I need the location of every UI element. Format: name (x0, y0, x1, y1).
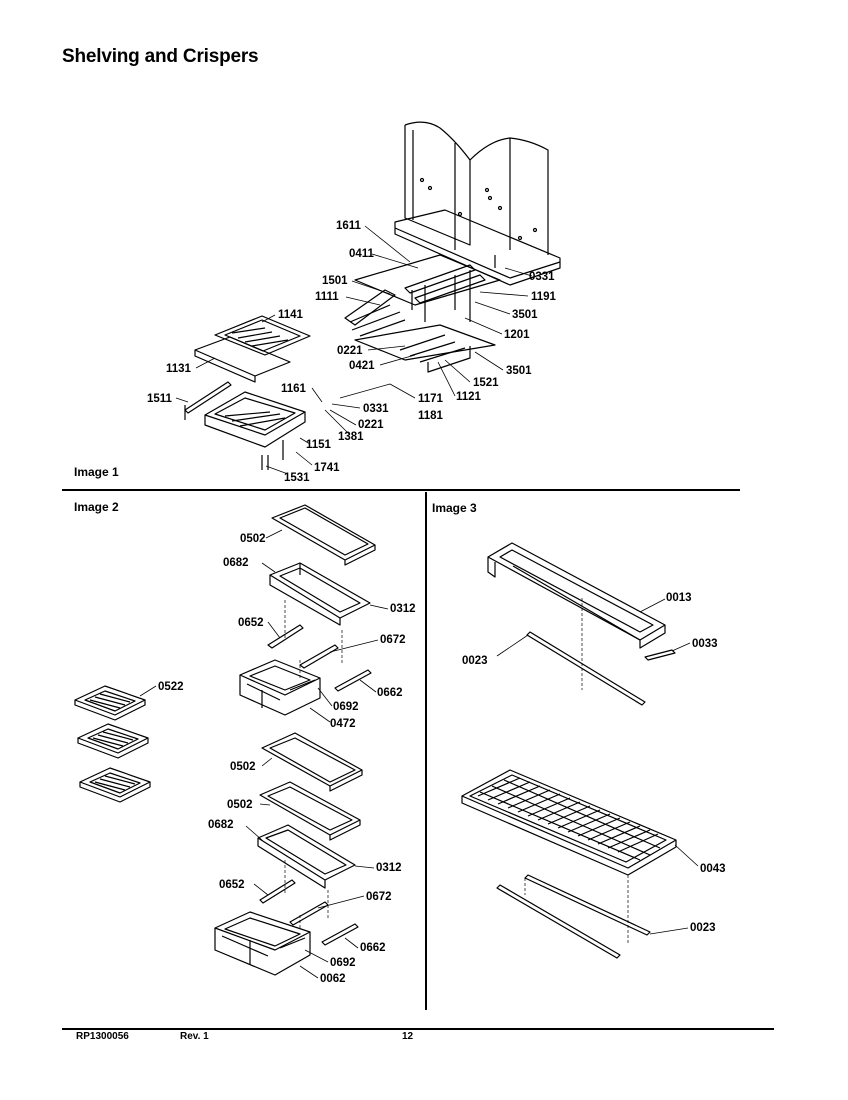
image-2-label: Image 2 (74, 500, 119, 514)
part-label: 1531 (284, 472, 310, 484)
footer-rule (62, 1028, 774, 1030)
part-label: 3501 (512, 309, 538, 321)
shelf-0502-middle (261, 732, 363, 792)
part-label: 1141 (278, 309, 304, 321)
image1-part-labels: 1611 0411 1501 1111 1141 0331 1191 3501 … (147, 220, 557, 484)
footer-page-number: 12 (402, 1031, 414, 1042)
rail-1531 (261, 455, 269, 470)
part-label: 1151 (306, 439, 332, 451)
part-label: 1131 (166, 363, 192, 375)
part-label: 1611 (336, 220, 362, 232)
part-label: 1501 (322, 275, 348, 287)
rail-0672-top (299, 644, 339, 669)
part-label: 1201 (504, 329, 530, 341)
part-label: 0411 (349, 248, 375, 260)
trim-0023-top (526, 631, 646, 706)
part-label: 0652 (238, 617, 264, 629)
slide-rail-1511 (184, 381, 232, 420)
part-label: 1191 (531, 291, 557, 303)
part-label: 0692 (330, 957, 356, 969)
wire-shelf-0043 (461, 769, 677, 876)
part-label: 0023 (690, 922, 716, 934)
vertical-divider (425, 492, 427, 1010)
crisper-pair-0062 (214, 911, 311, 976)
part-label: 0033 (692, 638, 718, 650)
part-label: 0522 (158, 681, 184, 693)
crisper-cover-0522 (74, 685, 151, 803)
crisper-drawer-1151 (204, 391, 306, 460)
part-label: 0331 (363, 403, 389, 415)
rail-0662-top (334, 669, 372, 692)
part-label: 1111 (315, 291, 339, 303)
part-label: 0331 (529, 271, 555, 283)
image-3-label: Image 3 (432, 501, 477, 515)
part-label: 0502 (240, 533, 266, 545)
rail-0672-bottom (289, 901, 329, 926)
part-label: 0221 (337, 345, 363, 357)
shelf-frame-0013 (487, 542, 666, 649)
part-label: 1181 (418, 410, 444, 422)
part-label: 0062 (320, 973, 346, 985)
part-label: 0312 (376, 862, 402, 874)
shelf-0502-top (271, 504, 376, 566)
image-1-label: Image 1 (74, 465, 119, 479)
crisper-pair-0472 (239, 659, 321, 716)
rail-0652-top (267, 624, 304, 649)
page-title: Shelving and Crispers (62, 46, 259, 67)
part-label: 0682 (208, 819, 234, 831)
part-label: 0692 (333, 701, 359, 713)
rail-0652-bottom (259, 879, 296, 904)
part-label: 1121 (456, 391, 482, 403)
trim-0023-bottom (496, 874, 651, 959)
part-label: 3501 (506, 365, 532, 377)
shelf-frame-1131 (194, 336, 291, 383)
part-label: 1381 (338, 431, 364, 443)
part-label: 0502 (230, 761, 256, 773)
part-label: 1521 (473, 377, 499, 389)
image2-part-labels: 0502 0682 0312 0652 0672 0522 0662 0692 … (158, 533, 416, 985)
trim-0033 (644, 649, 676, 661)
part-label: 0662 (360, 942, 386, 954)
refrigerator-cabinet-drawing (394, 121, 561, 286)
part-label: 1741 (314, 462, 340, 474)
part-label: 1161 (281, 383, 307, 395)
part-label: 0672 (380, 634, 406, 646)
part-label: 0502 (227, 799, 253, 811)
part-label: 0662 (377, 687, 403, 699)
shelf-frame-0682-bottom (257, 824, 356, 889)
part-label: 0682 (223, 557, 249, 569)
footer-doc-id: RP1300056 (76, 1031, 129, 1042)
image3-part-labels: 0013 0023 0033 0043 0023 (462, 592, 726, 934)
part-label: 0421 (349, 360, 375, 372)
part-label: 0013 (666, 592, 692, 604)
part-label: 0472 (330, 718, 356, 730)
part-label: 0023 (462, 655, 488, 667)
horizontal-divider (62, 489, 740, 491)
part-label: 0221 (358, 419, 384, 431)
shelf-support-frame (344, 254, 501, 373)
part-label: 0312 (390, 603, 416, 615)
shelf-0502-lower (259, 781, 361, 841)
part-label: 1511 (147, 393, 173, 405)
part-label: 0652 (219, 879, 245, 891)
shelf-frame-0682-top (269, 562, 371, 626)
part-label: 0043 (700, 863, 726, 875)
part-label: 1171 (418, 393, 444, 405)
footer-revision: Rev. 1 (180, 1031, 209, 1042)
part-label: 0672 (366, 891, 392, 903)
rail-0662-bottom (321, 923, 359, 946)
